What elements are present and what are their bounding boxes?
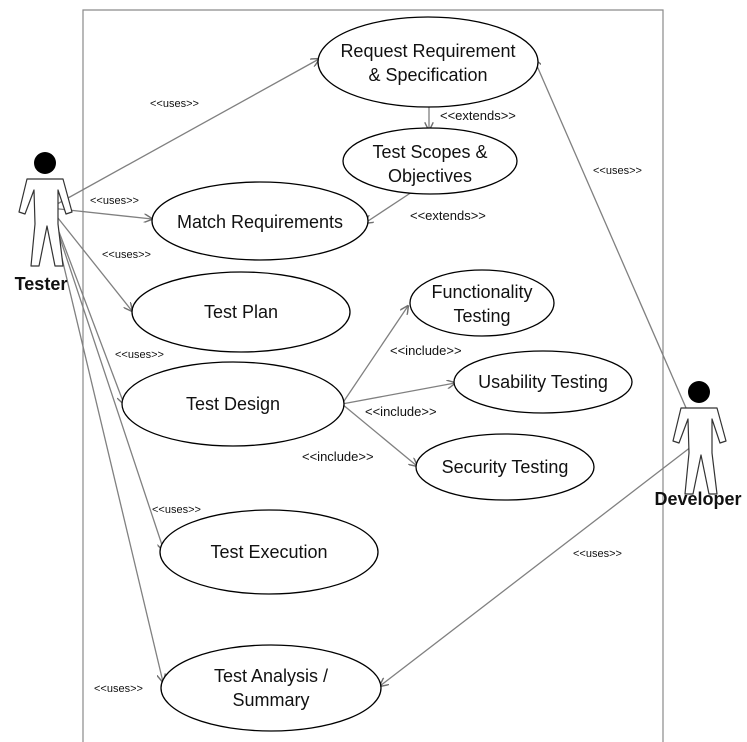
uses-label-execution: <<uses>> [152,504,201,516]
include-label-usability: <<include>> [365,404,437,419]
uses-line-execution [49,207,164,551]
uses-line-plan [49,207,132,311]
uses-label-analysis: <<uses>> [94,683,143,695]
svg-text:Match Requirements: Match Requirements [177,212,343,232]
uses-label-dev-analysis: <<uses>> [573,548,622,560]
use-case-test-plan: Test Plan [131,271,351,353]
svg-text:Test Scopes &Objectives: Test Scopes &Objectives [372,142,487,186]
uses-line-request [49,59,319,209]
uses-label-match: <<uses>> [90,195,139,207]
system-boundary [82,9,664,742]
use-case-security-testing: Security Testing [415,433,595,501]
tester-label: Tester [15,274,68,294]
extends-label-match: <<extends>> [410,208,486,223]
include-line-functionality [341,306,408,405]
uses-label-dev-request: <<uses>> [593,165,642,177]
svg-text:Test Design: Test Design [186,394,280,414]
uses-line-dev-request [534,59,701,441]
use-case-usability-testing: Usability Testing [453,350,633,414]
uses-line-analysis [49,207,163,682]
svg-text:Security Testing: Security Testing [442,457,569,477]
include-label-functionality: <<include>> [390,343,462,358]
use-case-match-requirements: Match Requirements [151,181,369,261]
svg-text:Usability Testing: Usability Testing [478,372,608,392]
extends-label-scopes: <<extends>> [440,108,516,123]
uses-label-request: <<uses>> [150,98,199,110]
tester-figure-icon [18,152,73,267]
svg-text:Test Execution: Test Execution [210,542,327,562]
svg-text:Test Plan: Test Plan [204,302,278,322]
relationship-lines [49,59,701,686]
uses-line-dev-analysis [380,439,701,686]
uses-line-design [49,207,124,404]
developer-figure-icon [672,381,727,495]
svg-text:Request Requirement& Specifica: Request Requirement& Specification [340,41,515,85]
uses-label-design: <<uses>> [115,349,164,361]
use-case-test-execution: Test Execution [159,509,379,595]
include-line-usability [341,383,455,405]
use-case-request-requirement: Request Requirement& Specification [317,16,539,108]
use-case-test-design: Test Design [121,361,345,447]
include-label-security: <<include>> [302,449,374,464]
svg-text:Test Analysis /Summary: Test Analysis /Summary [214,666,328,710]
use-case-test-scopes: Test Scopes &Objectives [342,127,518,195]
extends-line-match [365,191,413,223]
developer-actor: Developer [654,381,742,509]
developer-label: Developer [654,489,741,509]
uses-label-plan: <<uses>> [102,249,151,261]
tester-actor: Tester [15,152,73,294]
include-line-security [341,403,417,466]
use-case-test-analysis: Test Analysis /Summary [160,644,382,732]
